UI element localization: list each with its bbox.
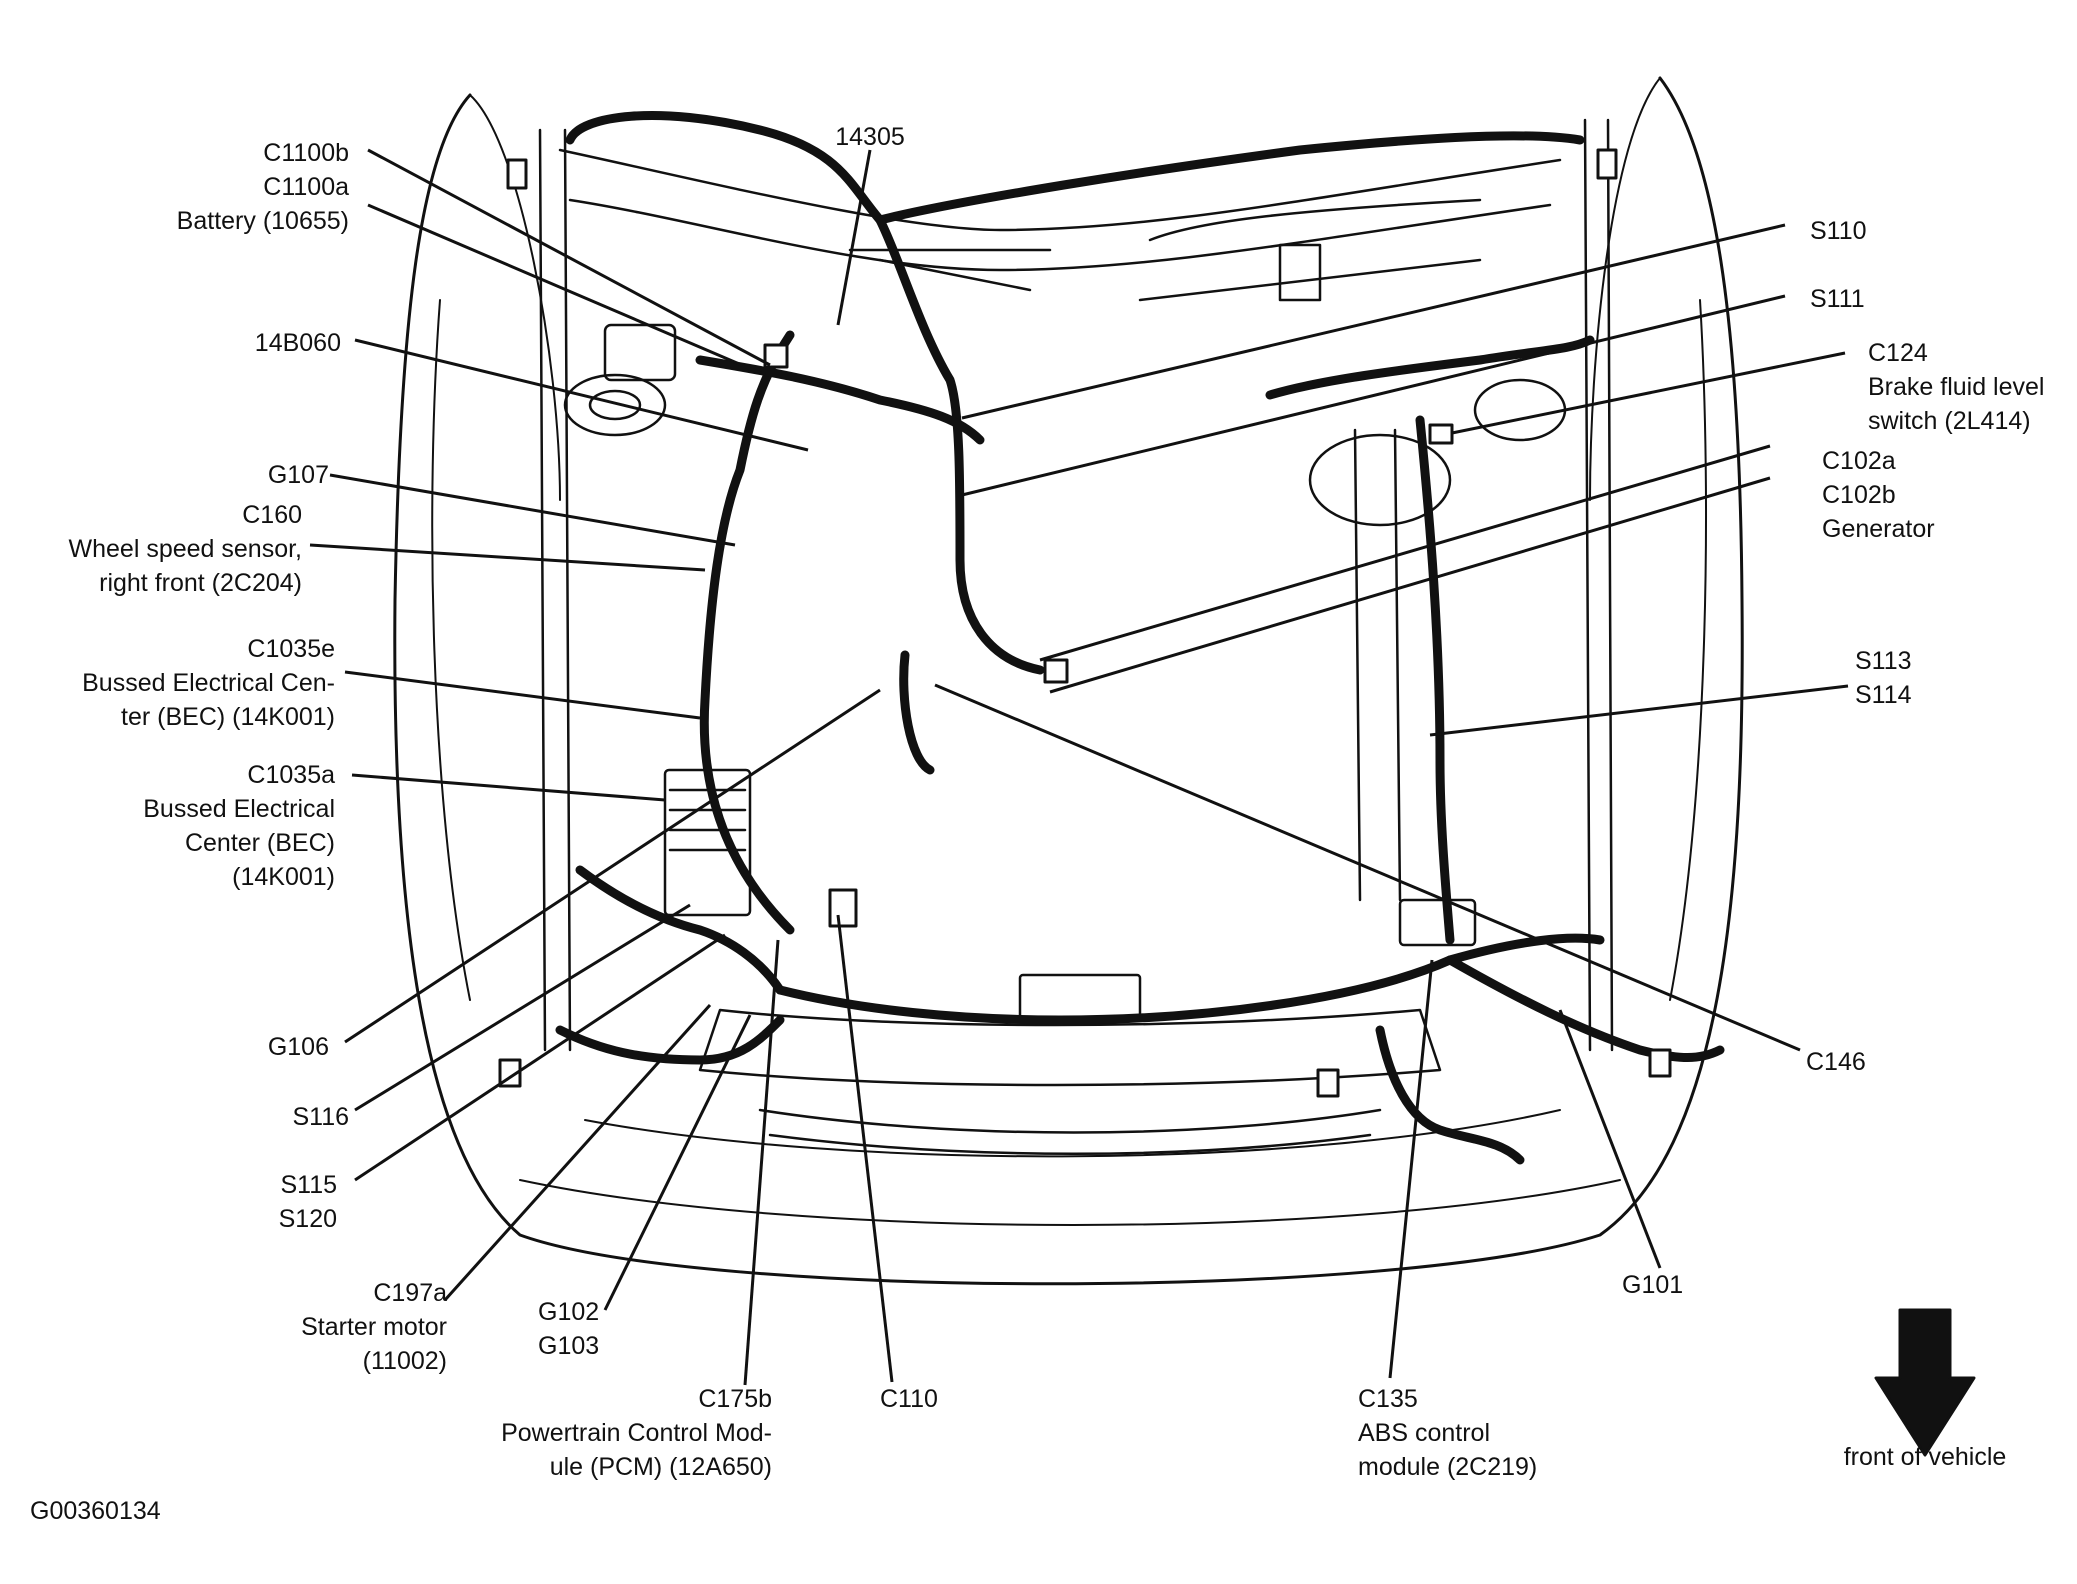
callout-line: Battery (10655) [176, 207, 349, 235]
callout-line: G101 [1622, 1271, 1684, 1299]
callout-line: C160 [242, 501, 302, 529]
callout-line: C1035a [247, 761, 335, 789]
callout-line: (11002) [362, 1347, 447, 1375]
callout-c175b: C175b Powertrain Control Mod- ule (PCM) … [501, 1382, 772, 1484]
callout-line: C1035e [247, 635, 335, 663]
callout-line: Powertrain Control Mod- [501, 1419, 772, 1447]
connectors [498, 148, 1672, 1098]
callout-line: S110 [1810, 217, 1867, 245]
callout-line: 14305 [835, 123, 905, 151]
callout-line: C124 [1868, 339, 1928, 367]
callout-line: Wheel speed sensor, [68, 535, 302, 563]
callout-line: S120 [278, 1205, 337, 1233]
down-arrow-icon [1874, 1308, 1976, 1457]
callout-c1100a: C1100a Battery (10655) [177, 170, 349, 238]
leader-lines [309, 148, 1849, 1386]
figure-id: G00360134 [30, 1497, 161, 1525]
callout-s111: S111 [1810, 282, 1865, 316]
callout-s110: S110 [1810, 214, 1867, 248]
callout-line: ABS control [1358, 1419, 1491, 1447]
callout-line: G106 [267, 1033, 329, 1061]
callout-line: G107 [267, 461, 329, 489]
callout-c124: C124 Brake fluid level switch (2L414) [1868, 336, 2044, 438]
front-of-vehicle-label: front of vehicle [1830, 1440, 2020, 1474]
callout-line: C110 [880, 1385, 938, 1413]
callout-g106: G106 [268, 1030, 329, 1064]
callout-line: C102b [1822, 481, 1896, 509]
callout-line: S116 [292, 1103, 349, 1131]
callout-c135: C135 ABS control module (2C219) [1358, 1382, 1537, 1484]
callout-14305: 14305 [825, 120, 915, 154]
callout-line: C175b [698, 1385, 772, 1413]
callout-g102: G102 G103 [538, 1295, 599, 1363]
callout-line: module (2C219) [1358, 1453, 1538, 1481]
callout-line: S114 [1855, 681, 1912, 709]
callout-c197a: C197a Starter motor (11002) [301, 1276, 447, 1378]
callout-line: C1100b [263, 139, 349, 167]
callout-c160: C160 Wheel speed sensor, right front (2C… [69, 498, 302, 600]
callout-line: switch (2L414) [1868, 407, 2031, 435]
callout-line: (14K001) [232, 863, 335, 891]
callout-line: G103 [538, 1332, 600, 1360]
callout-line: C102a [1822, 447, 1896, 475]
callout-line: 14B060 [254, 329, 341, 357]
direction-text: front of vehicle [1843, 1443, 2007, 1471]
cowl-panel [558, 148, 1562, 302]
callout-c102a: C102a C102b Generator [1822, 444, 1935, 546]
callout-c1035e: C1035e Bussed Electrical Cen- ter (BEC) … [82, 632, 335, 734]
callout-line: G102 [538, 1298, 600, 1326]
callout-s116: S116 [292, 1100, 349, 1134]
callout-line: S113 [1855, 647, 1912, 675]
callout-c1035a: C1035a Bussed Electrical Center (BEC) (1… [143, 758, 335, 894]
callout-s113: S113 S114 [1855, 644, 1912, 712]
callout-line: C135 [1358, 1385, 1418, 1413]
wiring-harness [555, 111, 1725, 1165]
callout-line: right front (2C204) [99, 569, 302, 597]
callout-line: ule (PCM) (12A650) [549, 1453, 772, 1481]
callout-line: S111 [1810, 285, 1865, 313]
callout-s115: S115 S120 [279, 1168, 337, 1236]
callout-line: S115 [280, 1171, 337, 1199]
callout-line: Center (BEC) [184, 829, 335, 857]
callout-g101: G101 [1622, 1268, 1683, 1302]
callout-line: C146 [1806, 1048, 1866, 1076]
callout-line: Bussed Electrical Cen- [82, 669, 335, 697]
vehicle-body-outline [393, 76, 1744, 1286]
callout-line: C197a [373, 1279, 447, 1307]
callout-line: C1100a [263, 173, 349, 201]
callout-line: Bussed Electrical [143, 795, 335, 823]
callout-line: Starter motor [301, 1313, 447, 1341]
callout-line: Generator [1822, 515, 1935, 543]
callout-c110: C110 [880, 1382, 938, 1416]
callout-c146: C146 [1806, 1045, 1866, 1079]
callout-c1100b: C1100b [263, 136, 349, 170]
callout-g107: G107 [268, 458, 329, 492]
callout-line: ter (BEC) (14K001) [121, 703, 335, 731]
callout-14b060: 14B060 [255, 326, 341, 360]
callout-line: Brake fluid level [1868, 373, 2045, 401]
frame-rails [538, 118, 1614, 1155]
